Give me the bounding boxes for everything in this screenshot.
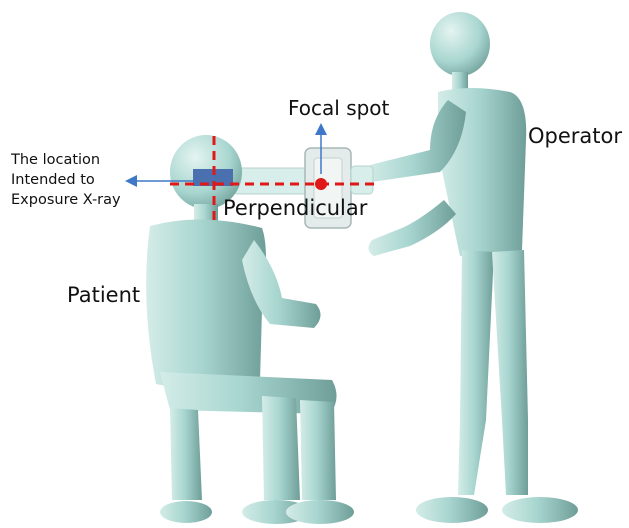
patient-foot-right	[286, 500, 354, 524]
patient-torso	[146, 219, 266, 389]
patient-lower-leg-left	[262, 396, 300, 500]
patient-heel	[160, 501, 212, 523]
operator-foot-right	[502, 497, 578, 523]
exposure-location-line-3: Exposure X-ray	[11, 190, 121, 210]
operator-neck	[452, 72, 468, 90]
exposure-location-line-2: Intended to	[11, 170, 121, 190]
exposure-location-label: The location Intended to Exposure X-ray	[11, 150, 121, 210]
operator-head	[430, 12, 490, 76]
operator-leg-left	[458, 250, 494, 495]
xray-tube-arm	[232, 168, 314, 194]
patient-chair-shin	[170, 408, 202, 500]
focal-spot-label: Focal spot	[288, 96, 389, 120]
patient-lower-leg-right	[300, 400, 336, 500]
operator-foot-left	[416, 497, 488, 523]
operator-figure	[366, 12, 578, 523]
perpendicular-label: Perpendicular	[223, 196, 367, 220]
xray-collar	[351, 166, 373, 194]
focal-spot-dot	[315, 178, 327, 190]
exposure-location-line-1: The location	[11, 150, 121, 170]
operator-leg-right	[492, 250, 528, 495]
patient-label: Patient	[67, 283, 140, 307]
operator-label: Operator	[528, 124, 622, 148]
operator-arm-lower	[368, 200, 456, 256]
